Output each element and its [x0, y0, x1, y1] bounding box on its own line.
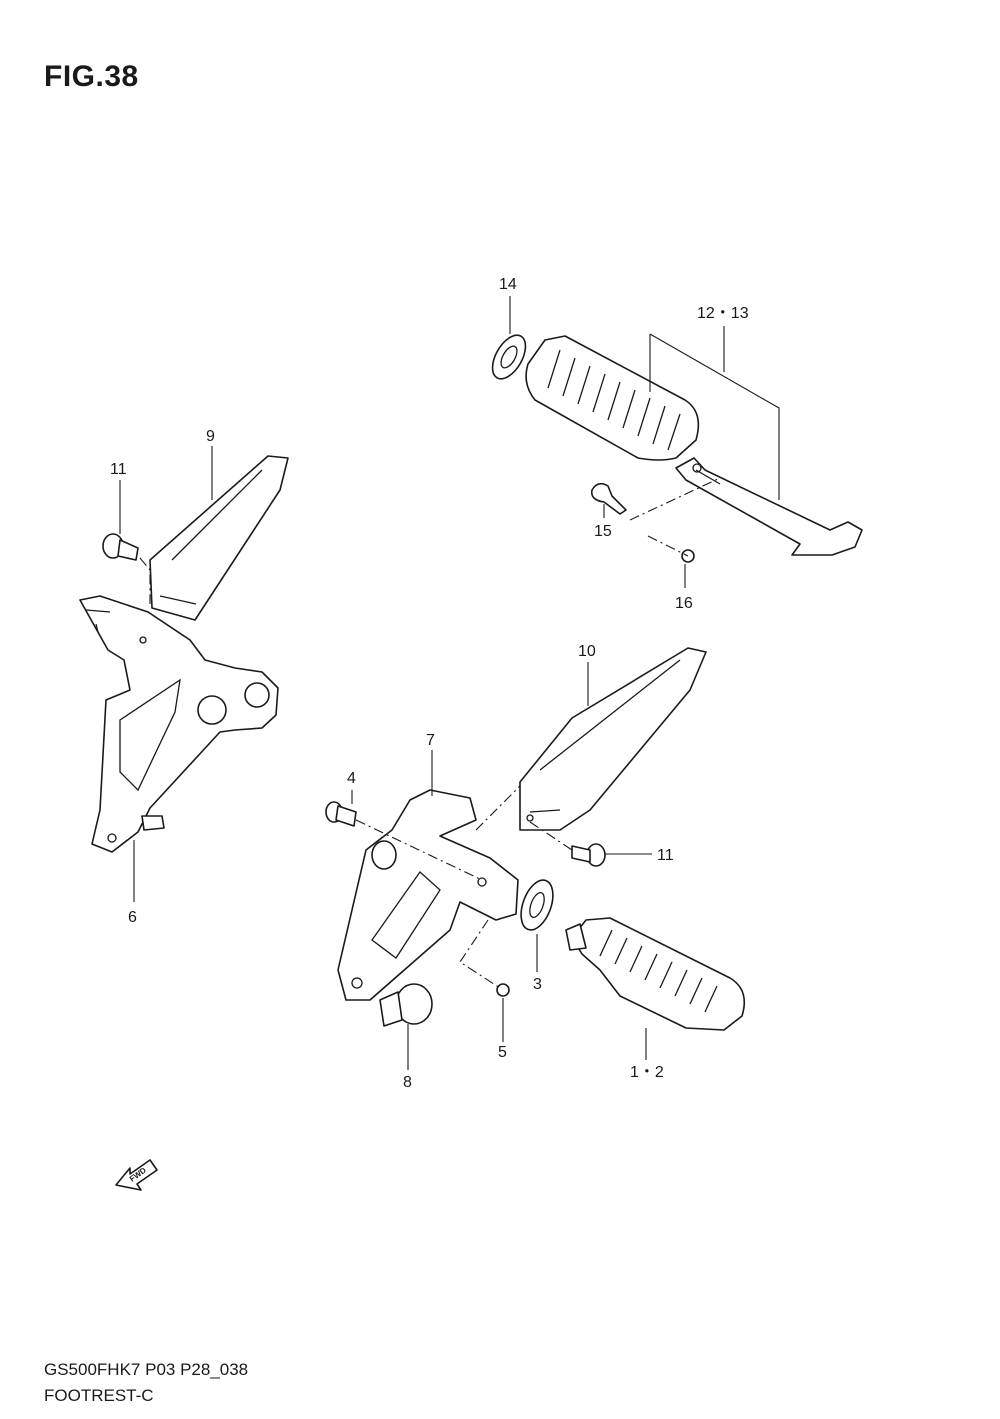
figure-title: FIG.38 — [44, 60, 139, 93]
model-code-label: GS500FHK7 P03 P28_038 — [44, 1360, 249, 1379]
callout-9: 9 — [206, 428, 215, 445]
rubber-washer-3 — [520, 879, 554, 931]
section-name-label: FOOTREST-C — [44, 1386, 154, 1405]
callout-11-upper: 11 — [110, 461, 127, 478]
forward-arrow-icon: FWD — [115, 1159, 158, 1191]
rear-footrest-bar — [675, 457, 863, 556]
pin-on-bracket-6 — [141, 815, 165, 831]
screw-11-upper — [102, 533, 139, 561]
heel-guard-10 — [519, 647, 707, 831]
callout-14: 14 — [499, 276, 517, 293]
front-footpeg-1-2 — [565, 917, 746, 1031]
callout-leader-12-13 — [649, 326, 780, 500]
callout-11-lower: 11 — [657, 847, 674, 864]
pin-15 — [590, 482, 627, 515]
callout-7: 7 — [426, 732, 435, 749]
callout-15: 15 — [594, 523, 612, 540]
assembly-line-10 — [475, 785, 521, 831]
callout-16: 16 — [675, 595, 693, 612]
footrest-bracket-7 — [337, 789, 519, 1001]
callout-6: 6 — [128, 909, 137, 926]
heel-guard-9 — [149, 455, 289, 621]
assembly-line-5 — [459, 919, 501, 989]
clip-5 — [496, 983, 510, 997]
callout-1-2: 1・2 — [630, 1064, 664, 1081]
assembly-line-4 — [355, 819, 483, 881]
assembly-line-11-lower — [529, 821, 573, 851]
bolt-4 — [325, 801, 357, 827]
footrest-bracket-6 — [79, 595, 279, 853]
rubber-washer-14 — [491, 334, 527, 380]
callout-3: 3 — [533, 976, 542, 993]
callout-8: 8 — [403, 1074, 412, 1091]
rear-footpeg-rubber — [525, 335, 700, 461]
assembly-line-11-upper — [139, 557, 151, 604]
assembly-line-15-16 — [629, 477, 721, 557]
screw-11-lower — [571, 843, 606, 867]
callout-12-13: 12・13 — [697, 305, 749, 322]
callout-4: 4 — [347, 770, 356, 787]
callout-10: 10 — [578, 643, 596, 660]
callout-5: 5 — [498, 1044, 507, 1061]
bolt-8 — [379, 983, 433, 1027]
